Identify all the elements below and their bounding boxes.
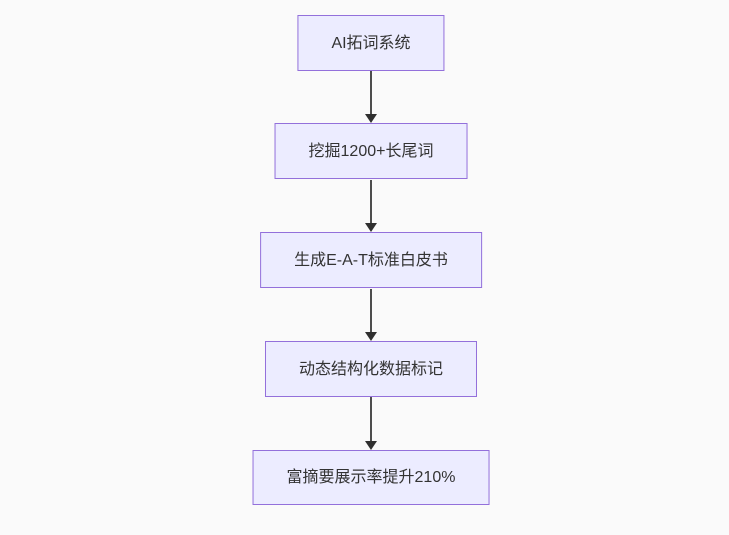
flow-arrow [365,180,377,232]
flow-arrow [365,289,377,341]
arrowhead-down-icon [365,332,377,341]
flow-node-ai-keyword-system: AI拓词系统 [297,15,445,71]
arrow-line [370,289,372,332]
arrow-line [370,397,372,441]
flow-node-rich-snippet-rate-up: 富摘要展示率提升210% [252,450,490,505]
arrowhead-down-icon [365,223,377,232]
arrow-line [370,180,372,223]
arrowhead-down-icon [365,114,377,123]
flow-arrow [365,397,377,450]
flow-node-generate-eat-whitepaper: 生成E-A-T标准白皮书 [260,232,482,288]
flow-node-mine-longtail-keywords: 挖掘1200+长尾词 [274,123,468,179]
flow-arrow [365,71,377,123]
arrow-line [370,71,372,114]
arrowhead-down-icon [365,441,377,450]
flow-node-dynamic-structured-data: 动态结构化数据标记 [264,341,478,397]
